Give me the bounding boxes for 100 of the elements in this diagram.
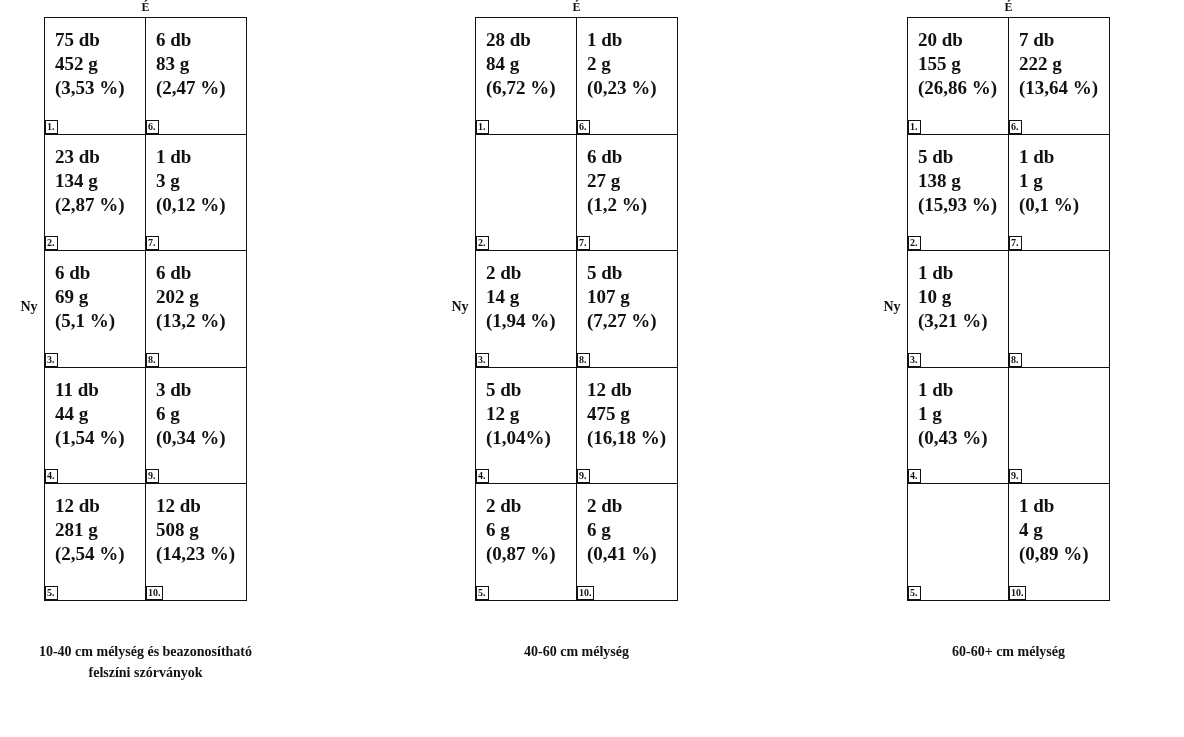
west-label: Ny <box>19 299 39 315</box>
cell-value: 6 g <box>156 401 180 426</box>
cell-value: 202 g <box>156 285 199 310</box>
cell-value: (15,93 %) <box>918 192 998 217</box>
grid-cell <box>576 17 678 135</box>
cell-number: 4. <box>476 469 489 484</box>
cell-number: 6. <box>146 119 159 134</box>
cell-number: 7. <box>146 236 159 251</box>
cell-value: (0,1 %) <box>1019 192 1080 217</box>
grid-cell <box>1008 133 1110 252</box>
cell-value: 83 g <box>156 52 190 76</box>
cell-value: 28 db <box>486 28 531 52</box>
grid-cell <box>145 17 247 135</box>
cell-number: 3. <box>45 352 58 367</box>
cell-value: 7 db <box>1019 28 1055 52</box>
cell-value: 84 g <box>486 52 520 76</box>
cell-number: 7. <box>577 236 590 251</box>
cell-value: 1 db <box>1019 144 1055 169</box>
grid-cell <box>44 483 146 601</box>
cell-value: 5 db <box>587 261 623 286</box>
cell-value: 75 db <box>55 28 100 52</box>
cell-value: 11 db <box>55 377 99 402</box>
cell-value: (1,94 %) <box>486 309 556 334</box>
cell-value: 475 g <box>587 401 630 426</box>
cell-value: (0,43 %) <box>918 425 988 450</box>
grid-cell <box>1008 366 1110 485</box>
cell-value: 2 db <box>486 261 522 286</box>
cell-value: 1 g <box>1019 168 1043 193</box>
cell-value: 12 db <box>587 377 632 402</box>
cell-value: (0,23 %) <box>587 76 657 100</box>
grid-cell <box>145 133 247 252</box>
cell-value: 3 db <box>156 377 192 402</box>
cell-value: 2 db <box>587 494 623 519</box>
grid-cell <box>576 250 678 368</box>
cell-number: 4. <box>908 469 921 484</box>
cell-value: (0,87 %) <box>486 542 556 567</box>
cell-number: 6. <box>577 119 590 134</box>
cell-value: (13,64 %) <box>1019 76 1099 100</box>
grid-cell <box>44 17 146 135</box>
cell-number: 2. <box>908 236 921 251</box>
cell-number: 4. <box>45 469 58 484</box>
cell-number: 2. <box>45 236 58 251</box>
cell-value: (0,41 %) <box>587 542 657 567</box>
cell-value: 138 g <box>918 168 961 193</box>
cell-value: 12 g <box>486 401 520 426</box>
cell-number: 10. <box>1009 586 1026 600</box>
cell-value: (13,2 %) <box>156 309 226 334</box>
cell-value: 281 g <box>55 518 98 543</box>
grid-cell <box>907 17 1009 135</box>
cell-value: (0,34 %) <box>156 425 226 450</box>
cell-value: 107 g <box>587 285 630 310</box>
cell-value: 6 g <box>486 518 510 543</box>
grid-cell <box>145 250 247 368</box>
cell-value: (2,54 %) <box>55 542 125 567</box>
cell-number: 3. <box>476 352 489 367</box>
grid-cell <box>145 483 247 601</box>
cell-number: 1. <box>476 119 489 134</box>
cell-value: 222 g <box>1019 52 1062 76</box>
cell-number: 5. <box>908 586 921 600</box>
cell-number: 8. <box>146 352 159 367</box>
cell-value: (7,27 %) <box>587 309 657 334</box>
cell-value: 4 g <box>1019 518 1043 543</box>
grid-cell <box>1008 483 1110 601</box>
cell-value: 27 g <box>587 168 621 193</box>
west-label: Ny <box>882 299 902 315</box>
cell-value: 20 db <box>918 28 963 52</box>
cell-value: (6,72 %) <box>486 76 556 100</box>
cell-value: 6 db <box>156 28 192 52</box>
panel-caption: 10-40 cm mélység és beazonosítható felszíni szórványok <box>37 643 254 682</box>
cell-value: 5 db <box>486 377 522 402</box>
cell-value: 452 g <box>55 52 98 76</box>
cell-value: 5 db <box>918 144 954 169</box>
grid-cell <box>907 483 1009 601</box>
grid-cell <box>576 366 678 485</box>
cell-number: 8. <box>1009 352 1022 367</box>
grid-cell <box>475 17 577 135</box>
panel-caption: 40-60 cm mélység <box>523 643 630 661</box>
cell-value: 44 g <box>55 401 89 426</box>
cell-value: (26,86 %) <box>918 76 998 100</box>
cell-value: (14,23 %) <box>156 542 236 567</box>
grid-cell <box>576 483 678 601</box>
cell-number: 3. <box>908 352 921 367</box>
cell-value: 12 db <box>55 494 100 519</box>
cell-number: 10. <box>577 586 594 600</box>
cell-value: 1 db <box>1019 494 1055 519</box>
cell-number: 5. <box>476 586 489 600</box>
cell-value: (1,2 %) <box>587 192 648 217</box>
cell-number: 8. <box>577 352 590 367</box>
cell-value: 2 db <box>486 494 522 519</box>
cell-value: 1 db <box>156 144 192 169</box>
north-label: É <box>1003 0 1014 15</box>
cell-value: 6 g <box>587 518 611 543</box>
grid-cell <box>145 366 247 485</box>
cell-value: (1,54 %) <box>55 425 125 450</box>
west-label: Ny <box>450 299 470 315</box>
grid-cell <box>1008 17 1110 135</box>
cell-number: 10. <box>146 586 163 600</box>
grid-cell <box>1008 250 1110 368</box>
cell-value: 6 db <box>156 261 192 286</box>
grid-cell <box>576 133 678 252</box>
